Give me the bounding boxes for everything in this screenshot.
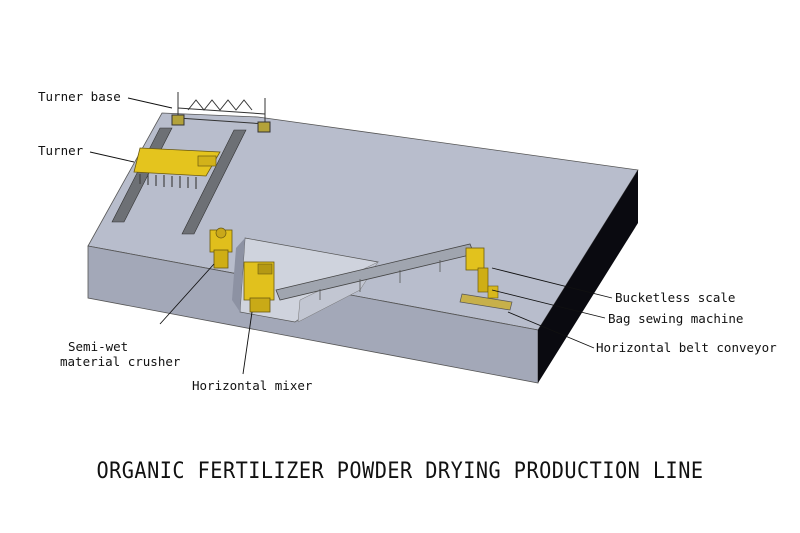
turner-tines	[139, 174, 197, 189]
pit-wall	[232, 238, 245, 312]
turner-base-frame	[171, 92, 271, 133]
turner-body	[133, 147, 221, 177]
crusher-machine	[209, 227, 233, 269]
scale-machine	[465, 247, 489, 293]
sewing-machine	[487, 285, 499, 299]
label-scale: Bucketless scale	[615, 290, 736, 305]
diagram-title: ORGANIC FERTILIZER POWDER DRYING PRODUCT…	[96, 459, 704, 484]
label-conveyor: Horizontal belt conveyor	[596, 340, 777, 355]
platform-side	[538, 170, 638, 383]
label-crusher-line1: Semi-wet	[68, 339, 129, 354]
pit-opening	[239, 237, 379, 323]
right-rail	[181, 129, 247, 235]
label-turner-base: Turner base	[38, 89, 121, 104]
turner-motor	[197, 155, 217, 167]
label-crusher-line2: material crusher	[60, 354, 181, 369]
label-turner: Turner	[38, 143, 84, 158]
leader-lines	[89, 97, 613, 375]
label-sewing: Bag sewing machine	[608, 311, 744, 326]
label-mixer: Horizontal mixer	[192, 378, 313, 393]
conveyor-legs	[319, 260, 441, 300]
belt-conveyor	[459, 293, 513, 311]
mixer-machine	[243, 261, 275, 313]
